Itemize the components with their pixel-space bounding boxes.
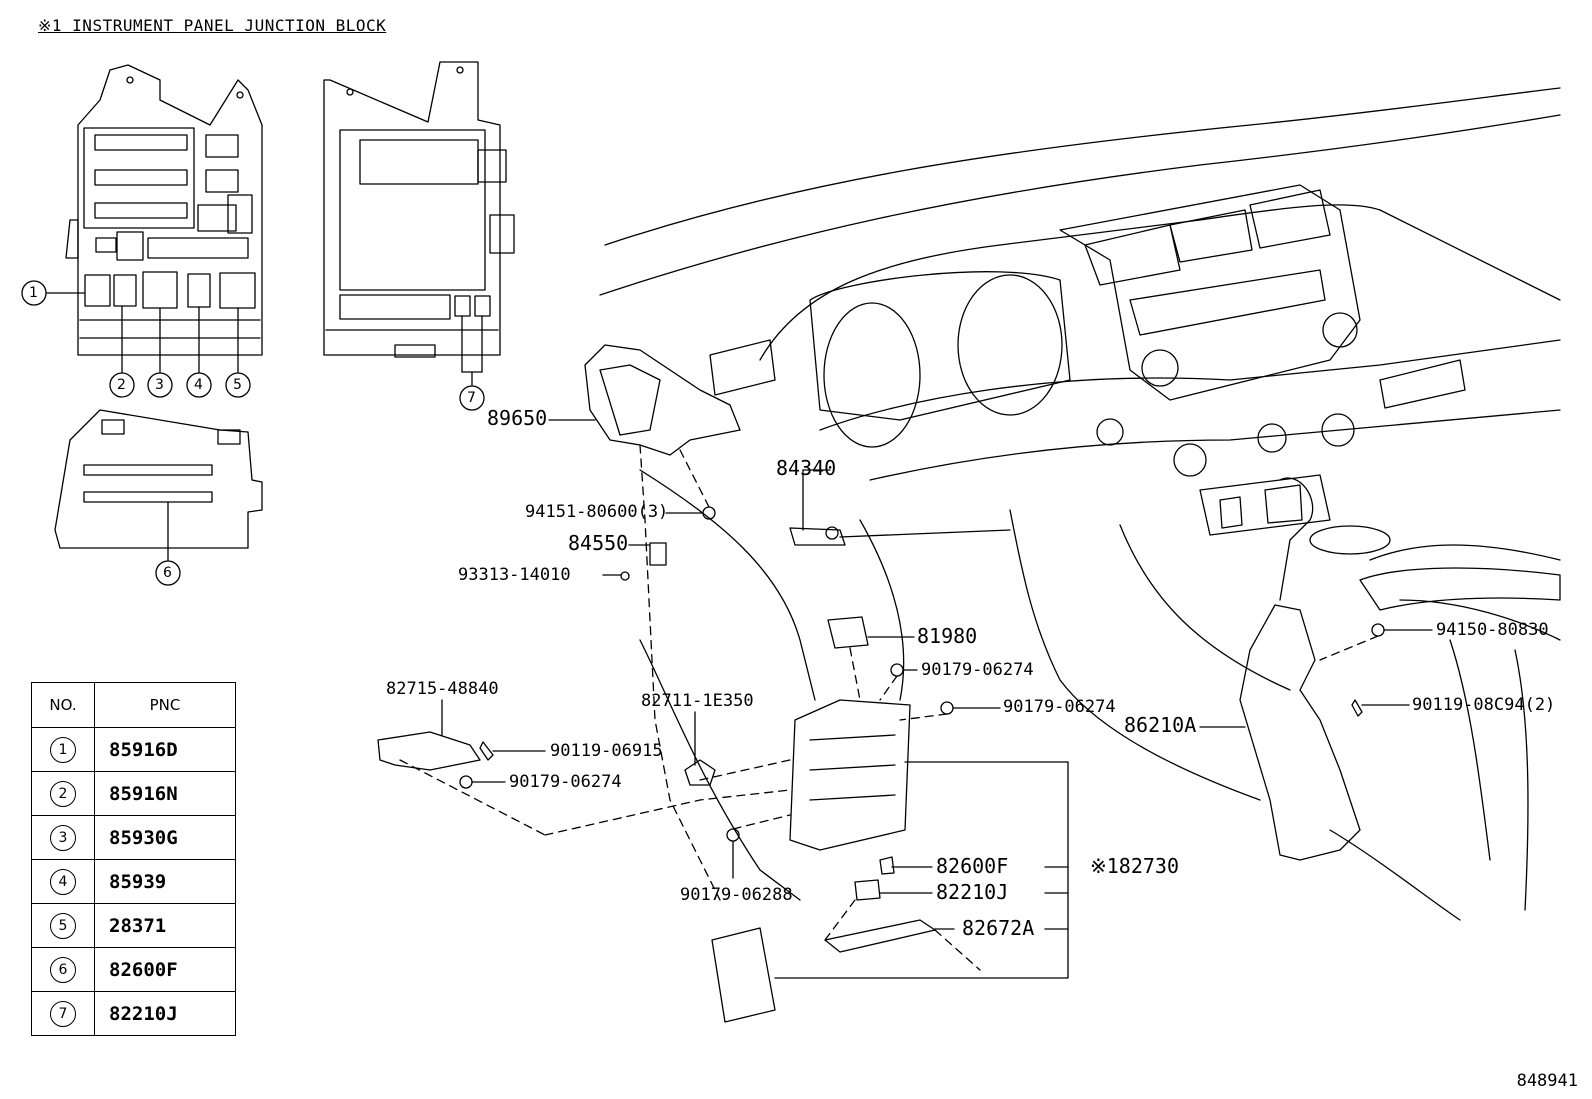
label-182730: ※182730 [1090, 854, 1180, 878]
label-82672A: 82672A [962, 916, 1035, 940]
table-row: 3 85930G [31, 815, 236, 860]
callout-3: 3 [155, 377, 164, 393]
table-row: 7 82210J [31, 991, 236, 1036]
row-pnc: 85916N [94, 771, 236, 816]
label-82600F: 82600F [936, 854, 1009, 878]
label-90119-08C94: 90119-08C94(2) [1412, 695, 1556, 715]
junction-block-connector-view [54, 409, 263, 549]
table-header-pnc: PNC [94, 682, 236, 728]
assembly-dashed-lines [399, 444, 1379, 971]
junction-block-side-view [323, 61, 515, 358]
label-86210A: 86210A [1124, 713, 1197, 737]
table-row: 6 82600F [31, 947, 236, 992]
table-row: 5 28371 [31, 903, 236, 948]
table-header-no: NO. [31, 682, 95, 728]
leader-84340-wire [839, 529, 1011, 538]
callout-5: 5 [233, 377, 242, 393]
row-number: 4 [50, 868, 76, 895]
label-82210J: 82210J [936, 880, 1009, 904]
table-row: 1 85916D [31, 727, 236, 772]
row-pnc: 82600F [94, 947, 236, 992]
pnc-reference-table: NO. PNC 1 85916D 2 85916N 3 85930G 4 859… [31, 682, 236, 1036]
parts-outlines [377, 344, 1385, 1023]
row-number: 1 [50, 736, 76, 763]
table-header-row: NO. PNC [31, 682, 236, 728]
row-number: 3 [50, 824, 76, 851]
row-pnc: 85916D [94, 727, 236, 772]
label-90119-06915: 90119-06915 [550, 741, 663, 761]
diagram-title: ※1 INSTRUMENT PANEL JUNCTION BLOCK [38, 16, 387, 35]
label-81980: 81980 [917, 624, 978, 648]
label-89650: 89650 [487, 406, 548, 430]
callout-6: 6 [163, 565, 172, 581]
junction-block-front-view [65, 64, 263, 356]
label-90179-06274-b: 90179-06274 [1003, 697, 1116, 717]
callout-7: 7 [467, 390, 476, 406]
callout-leaders [46, 292, 483, 561]
callout-2: 2 [117, 377, 126, 393]
row-number: 6 [50, 956, 76, 983]
table-row: 4 85939 [31, 859, 236, 904]
illustration-code: 848941 [1516, 1071, 1578, 1091]
callout-4: 4 [194, 377, 203, 393]
row-number: 5 [50, 912, 76, 939]
table-row: 2 85916N [31, 771, 236, 816]
label-82715-48840: 82715-48840 [386, 679, 499, 699]
label-84340: 84340 [776, 456, 837, 480]
label-90179-06288: 90179-06288 [680, 885, 793, 905]
label-90179-06274-c: 90179-06274 [509, 772, 622, 792]
instrument-panel-outline [599, 87, 1561, 921]
row-pnc: 85930G [94, 815, 236, 860]
part-leader-lines [441, 419, 1433, 979]
row-number: 7 [50, 1000, 76, 1027]
callout-circles [21, 280, 485, 586]
row-number: 2 [50, 780, 76, 807]
callout-1: 1 [29, 285, 38, 301]
row-pnc: 85939 [94, 859, 236, 904]
label-82711-1E350: 82711-1E350 [641, 691, 754, 711]
label-90179-06274-a: 90179-06274 [921, 660, 1034, 680]
row-pnc: 82210J [94, 991, 236, 1036]
label-94151-80600: 94151-80600(3) [525, 502, 669, 522]
label-94150-80830: 94150-80830 [1436, 620, 1549, 640]
row-pnc: 28371 [94, 903, 236, 948]
label-84550: 84550 [568, 531, 629, 555]
label-93313-14010: 93313-14010 [458, 565, 571, 585]
